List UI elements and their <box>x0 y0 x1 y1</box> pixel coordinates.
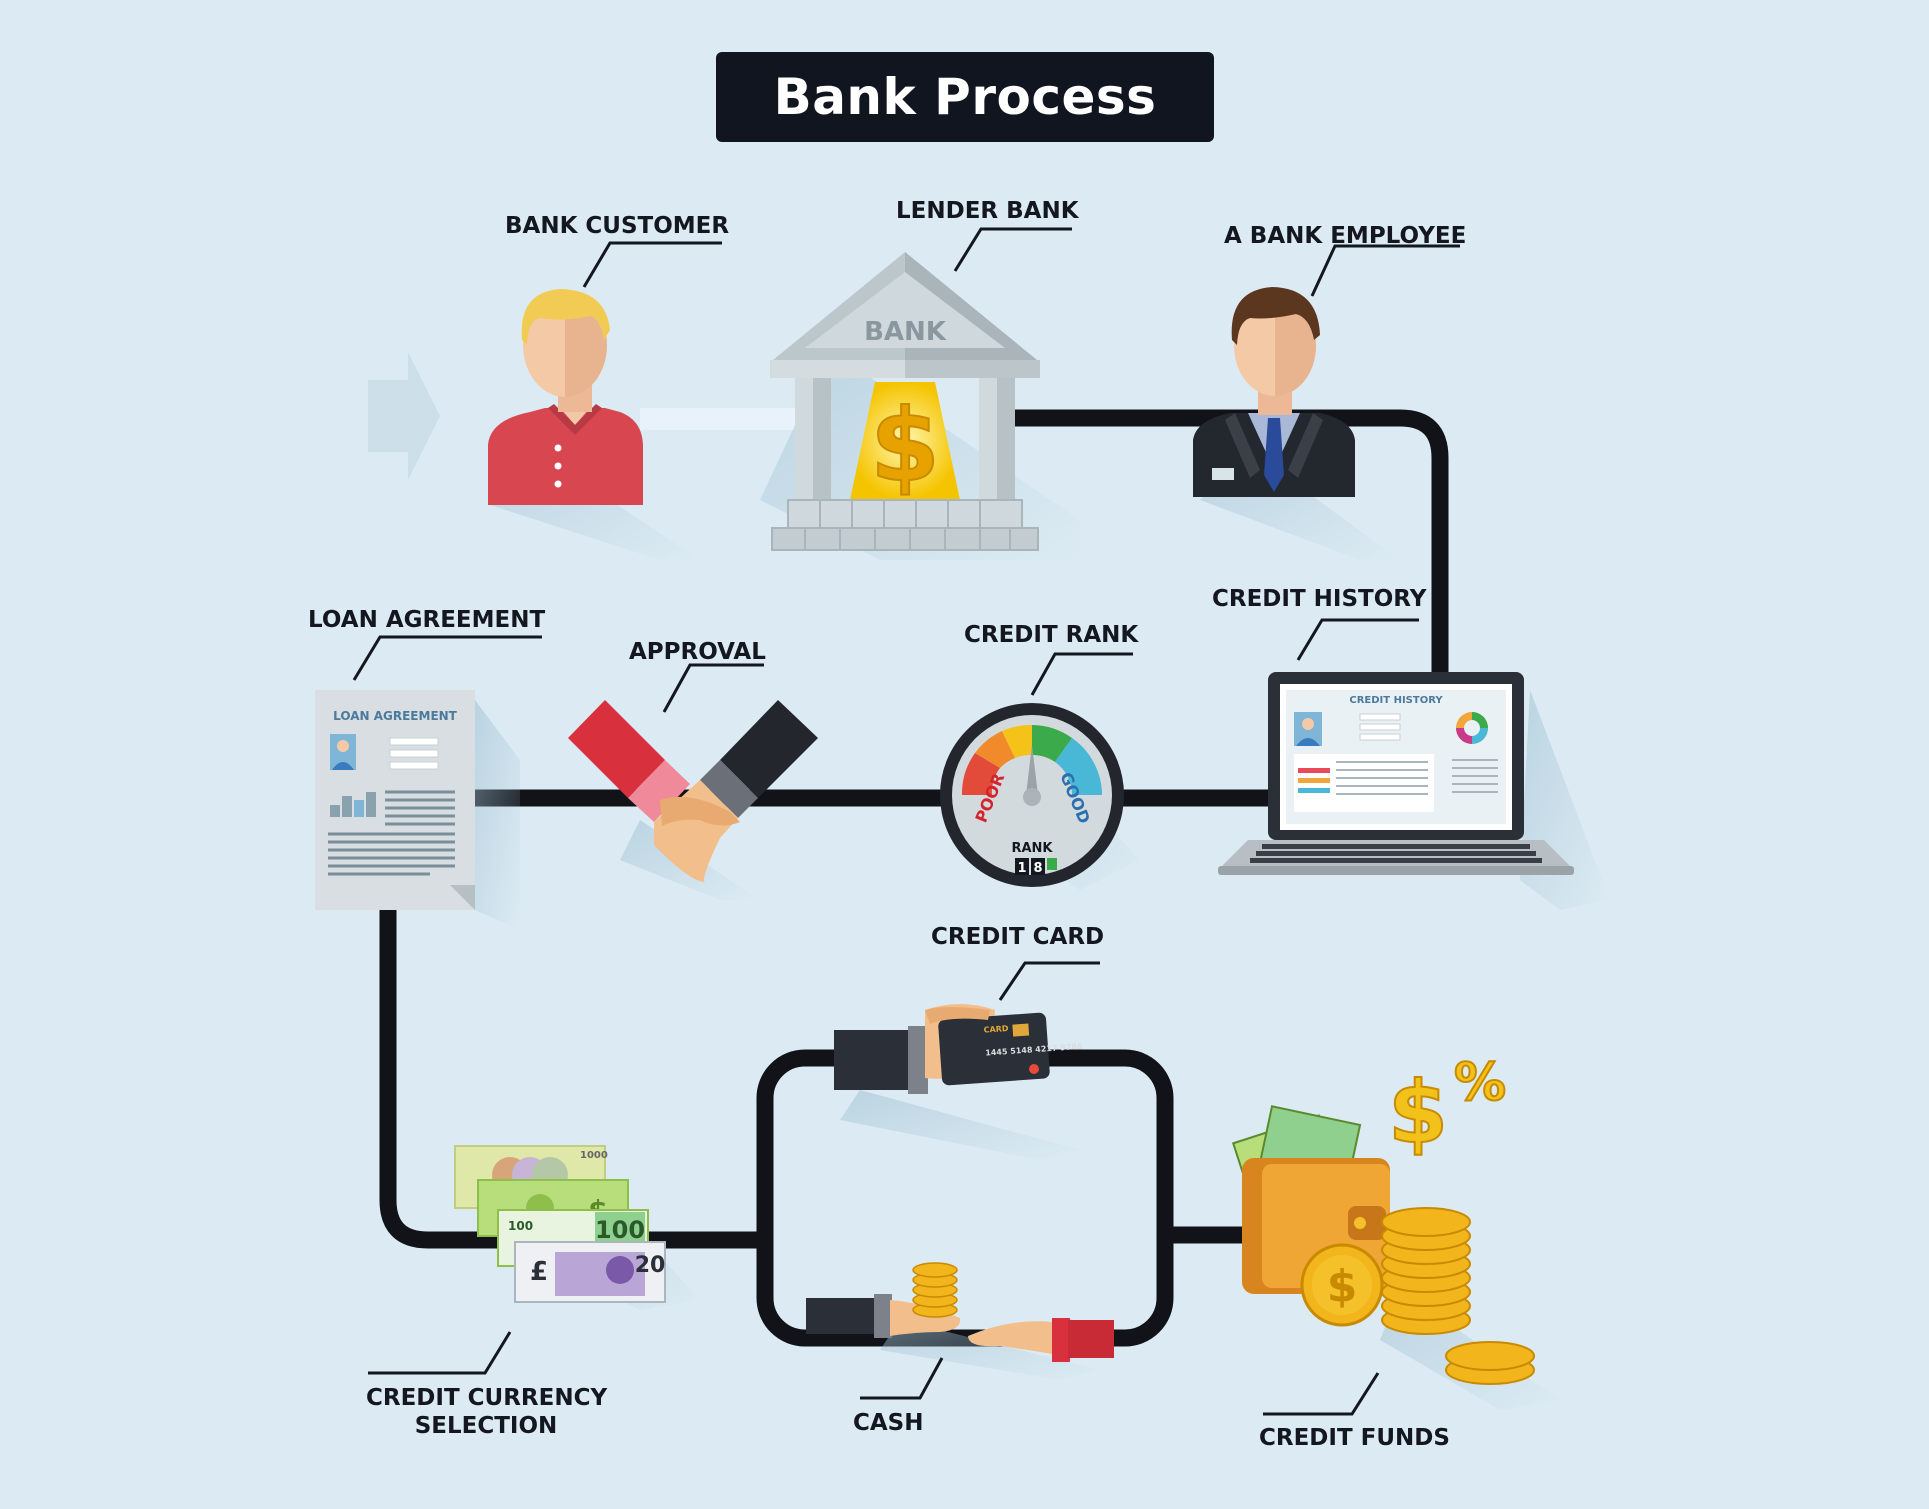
gauge-rank-text: RANK <box>1011 841 1053 856</box>
banknote-small-100: 100 <box>508 1219 533 1233</box>
card-brand-text: CARD <box>983 1024 1009 1035</box>
label-cash: CASH <box>853 1410 924 1436</box>
label-leader-lines <box>352 227 1460 1416</box>
floating-dollar-symbol: $ <box>1388 1063 1448 1163</box>
label-approval: APPROVAL <box>629 639 766 665</box>
label-bank-customer: BANK CUSTOMER <box>505 213 730 239</box>
line-cash-loop <box>756 1049 1174 1347</box>
bank-employee-icon <box>1193 287 1400 560</box>
label-credit-funds: CREDIT FUNDS <box>1259 1425 1450 1451</box>
page-title: Bank Process <box>773 68 1157 126</box>
bank-building-icon: BANK $ <box>760 252 1080 560</box>
label-loan-agreement: LOAN AGREEMENT <box>308 607 546 633</box>
wallet-coins-icon: $ $ % <box>1231 1052 1560 1410</box>
label-credit-card: CREDIT CARD <box>931 924 1105 950</box>
coin-dollar-icon: $ <box>1327 1261 1358 1312</box>
label-lender-bank: LENDER BANK <box>896 198 1079 224</box>
banknote-value-1000: 1000 <box>580 1150 608 1161</box>
cash-hands-icon <box>806 1262 1114 1380</box>
label-credit-history: CREDIT HISTORY <box>1212 586 1427 612</box>
banknote-value-20: 20 <box>635 1253 666 1278</box>
bank-sign-text: BANK <box>864 317 947 347</box>
title-banner: Bank Process <box>716 52 1214 142</box>
banknote-pound-symbol: £ <box>530 1257 548 1287</box>
banknote-value-100: 100 <box>595 1216 645 1244</box>
loan-doc-heading: LOAN AGREEMENT <box>333 709 458 723</box>
line-loan-to-currency <box>379 896 769 1249</box>
line-bank-to-employee <box>991 409 1449 699</box>
label-credit-currency-selection: CREDIT CURRENCY SELECTION <box>366 1385 608 1439</box>
label-credit-currency-line1: CREDIT CURRENCY <box>366 1385 608 1411</box>
laptop-icon: CREDIT HISTORY <box>1218 672 1610 910</box>
banknotes-icon: 1000 $ 100 100 £ 20 <box>454 1145 700 1310</box>
label-credit-rank: CREDIT RANK <box>964 622 1139 648</box>
gauge-digit-1: 1 <box>1017 861 1026 876</box>
floating-percent-symbol: % <box>1454 1053 1506 1113</box>
handshake-icon <box>568 700 818 900</box>
gauge-digit-2: 8 <box>1033 861 1042 876</box>
faded-arrow-icon <box>368 352 440 480</box>
light-beam <box>640 408 810 430</box>
dollar-sign-icon: $ <box>870 387 940 504</box>
label-bank-employee: A BANK EMPLOYEE <box>1224 223 1467 249</box>
credit-card-hand-icon: 1445 5148 4217 9788 CARD <box>834 1004 1083 1160</box>
label-credit-currency-line2: SELECTION <box>414 1413 558 1439</box>
loan-agreement-document-icon: LOAN AGREEMENT <box>315 690 520 930</box>
laptop-screen-heading: CREDIT HISTORY <box>1349 695 1443 706</box>
bank-customer-icon <box>488 289 700 560</box>
credit-rank-gauge-icon: POOR GOOD RANK 1 8 <box>940 703 1140 890</box>
